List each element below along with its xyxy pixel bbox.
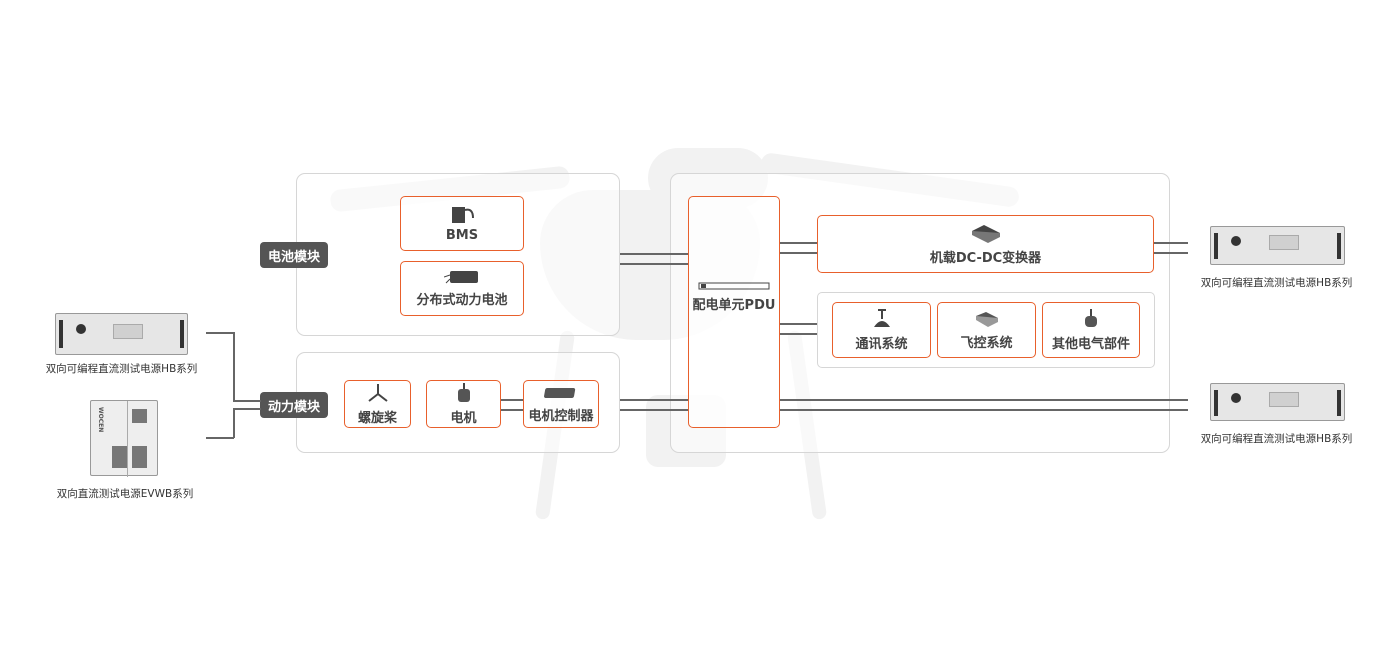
connector-line — [233, 408, 235, 438]
wocen-logo: WOCEN — [97, 407, 104, 433]
connector-line — [501, 409, 523, 411]
battery-icon — [444, 271, 478, 284]
evwb-cabinet[interactable]: WOCEN — [90, 400, 158, 477]
comm-icon — [873, 308, 890, 327]
left-hb-label: 双向可编程直流测试电源HB系列 — [45, 363, 198, 375]
connector-line — [233, 400, 261, 402]
connector-line — [780, 399, 1188, 401]
propeller-label: 螺旋桨 — [357, 410, 397, 426]
propeller-icon — [367, 383, 388, 402]
right-hb-bottom-label: 双向可编程直流测试电源HB系列 — [1200, 433, 1353, 445]
motor-controller-icon — [544, 387, 576, 398]
motor-controller-box[interactable]: 电机控制器 — [523, 380, 599, 428]
bms-label: BMS — [445, 228, 479, 243]
battery-box[interactable]: 分布式动力电池 — [400, 261, 524, 316]
connector-line — [780, 333, 817, 335]
power-module-tag: 动力模块 — [260, 392, 328, 418]
pdu-icon — [698, 282, 770, 289]
connector-line — [1154, 252, 1188, 254]
connector-line — [206, 332, 234, 334]
flight-control-box[interactable]: 飞控系统 — [937, 302, 1036, 358]
comm-system-box[interactable]: 通讯系统 — [832, 302, 931, 358]
battery-module-tag: 电池模块 — [260, 242, 328, 268]
left-evwb-label: 双向直流测试电源EVWB系列 — [56, 488, 194, 500]
flight-control-icon — [975, 311, 998, 327]
other-electrical-label: 其他电气部件 — [1051, 336, 1130, 352]
hb-power-supply-right-bottom[interactable] — [1210, 383, 1345, 421]
other-electrical-box[interactable]: 其他电气部件 — [1042, 302, 1140, 358]
connector-line — [620, 399, 688, 401]
connector-line — [780, 242, 817, 244]
hb-power-supply-right-top[interactable] — [1210, 226, 1345, 265]
connector-line — [620, 409, 688, 411]
connector-line — [1154, 242, 1188, 244]
connector-line — [620, 253, 688, 255]
motor-part-icon — [1085, 308, 1097, 327]
flight-control-label: 飞控系统 — [960, 335, 1013, 351]
connector-line — [620, 263, 688, 265]
battery-label: 分布式动力电池 — [416, 293, 508, 308]
connector-line — [780, 252, 817, 254]
comm-system-label: 通讯系统 — [855, 336, 908, 352]
pdu-box[interactable]: 配电单元PDU — [688, 196, 780, 428]
connector-line — [780, 323, 817, 325]
bms-icon — [452, 207, 474, 223]
right-hb-top-label: 双向可编程直流测试电源HB系列 — [1200, 277, 1353, 289]
dcdc-label: 机载DC-DC变换器 — [929, 250, 1042, 266]
connector-line — [501, 399, 523, 401]
motor-label: 电机 — [450, 410, 477, 426]
motor-controller-label: 电机控制器 — [528, 408, 594, 424]
hb-power-supply-left[interactable] — [55, 313, 188, 355]
dcdc-box[interactable]: 机载DC-DC变换器 — [817, 215, 1154, 273]
pdu-label: 配电单元PDU — [692, 297, 776, 313]
connector-line — [233, 332, 235, 401]
connector-line — [206, 437, 234, 439]
bms-box[interactable]: BMS — [400, 196, 524, 251]
motor-box[interactable]: 电机 — [426, 380, 501, 428]
connector-line — [780, 409, 1188, 411]
dcdc-icon — [971, 224, 1000, 243]
motor-icon — [457, 382, 470, 402]
propeller-box[interactable]: 螺旋桨 — [344, 380, 411, 428]
connector-line — [233, 408, 261, 410]
